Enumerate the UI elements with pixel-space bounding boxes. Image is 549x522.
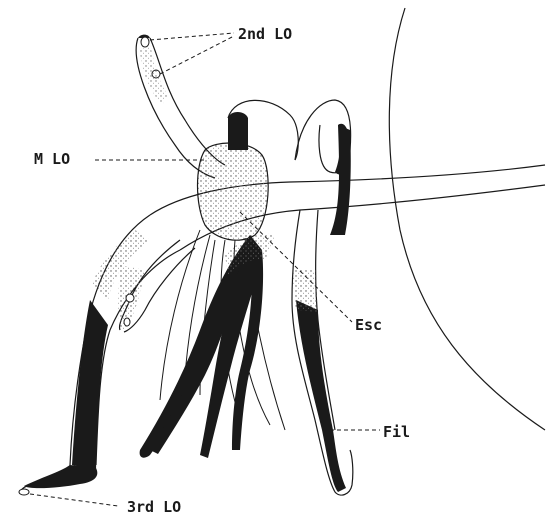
third-lo-filament [19,215,180,495]
label-third-lo: 3rd LO [127,500,181,515]
label-m-lo: M LO [34,152,70,167]
label-second-lo: 2nd LO [238,27,292,42]
body-outline [389,8,545,430]
fil-filament [292,125,353,495]
label-esc: Esc [355,318,382,333]
label-fil: Fil [383,425,410,440]
dark-filaments [140,234,275,458]
